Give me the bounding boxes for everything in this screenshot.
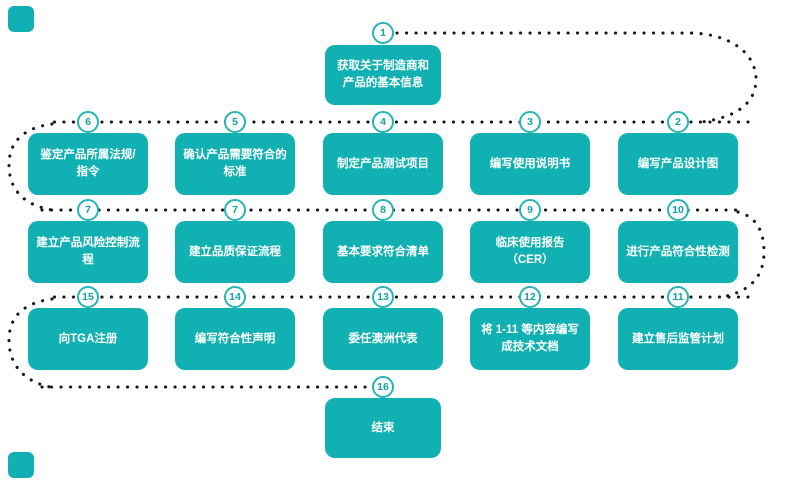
node-label: 编写产品设计图 [637, 157, 719, 170]
node-label: 编写符合性声明 [194, 332, 276, 345]
step-badge-number: 9 [527, 204, 533, 216]
step-badge: 9 [519, 199, 541, 221]
step-badge: 8 [372, 199, 394, 221]
step-badge: 5 [224, 111, 246, 133]
step-badge: 14 [224, 286, 246, 308]
step-badge: 6 [77, 111, 99, 133]
node-label: 建立售后监管计划 [632, 332, 724, 345]
flow-node: 将 1-11 等内容编写成技术文档 [470, 308, 590, 370]
flow-node: 制定产品测试项目 [323, 133, 443, 195]
node-label: 临床使用报告（CER） [495, 237, 565, 266]
flow-node: 向TGA注册 [28, 308, 148, 370]
node-label: 编写使用说明书 [489, 157, 571, 170]
corner-mark-top-left [8, 6, 34, 32]
step-badge-number: 15 [82, 291, 94, 303]
step-badge: 4 [372, 111, 394, 133]
node-label: 确认产品需要符合的标准 [183, 149, 287, 178]
step-badge: 16 [372, 376, 394, 398]
node-label: 制定产品测试项目 [337, 157, 429, 170]
node-label: 进行产品符合性检测 [626, 245, 730, 258]
flow-node: 编写使用说明书 [470, 133, 590, 195]
flow-node: 建立售后监管计划 [618, 308, 738, 370]
flow-node: 建立品质保证流程 [175, 221, 295, 283]
node-label: 将 1-11 等内容编写成技术文档 [481, 324, 579, 353]
step-badge-number: 3 [527, 116, 533, 128]
step-badge-number: 4 [380, 116, 386, 128]
flow-node: 鉴定产品所属法规/指令 [28, 133, 148, 195]
flow-node: 编写产品设计图 [618, 133, 738, 195]
corner-mark-bottom-left [8, 452, 34, 478]
step-badge-number: 12 [524, 291, 536, 303]
step-badge: 3 [519, 111, 541, 133]
step-badge-number: 7 [85, 204, 91, 216]
step-badge: 12 [519, 286, 541, 308]
node-label: 委任澳洲代表 [348, 332, 418, 345]
node-label: 获取关于制造商和产品的基本信息 [337, 60, 429, 89]
step-badge-number: 6 [85, 116, 91, 128]
step-badge-number: 7 [232, 204, 238, 216]
flow-node: 编写符合性声明 [175, 308, 295, 370]
node-label: 建立产品风险控制流程 [36, 237, 140, 266]
step-badge: 1 [372, 22, 394, 44]
node-label: 建立品质保证流程 [189, 245, 281, 258]
node-label: 基本要求符合清单 [337, 245, 429, 258]
step-badge: 13 [372, 286, 394, 308]
step-badge: 7 [224, 199, 246, 221]
flow-node: 临床使用报告（CER） [470, 221, 590, 283]
step-badge: 2 [667, 111, 689, 133]
step-badge: 11 [667, 286, 689, 308]
step-badge: 10 [667, 199, 689, 221]
flow-node: 获取关于制造商和产品的基本信息 [325, 45, 441, 105]
flow-node: 基本要求符合清单 [323, 221, 443, 283]
step-badge: 15 [77, 286, 99, 308]
step-badge-number: 14 [229, 291, 241, 303]
step-badge-number: 10 [672, 204, 684, 216]
step-badge-number: 11 [672, 291, 684, 303]
step-badge-number: 1 [380, 27, 386, 39]
flow-node: 结束 [325, 398, 441, 458]
node-label: 向TGA注册 [58, 332, 118, 345]
flow-node: 委任澳洲代表 [323, 308, 443, 370]
step-badge-number: 16 [377, 381, 389, 393]
flow-node: 建立产品风险控制流程 [28, 221, 148, 283]
step-badge-number: 5 [232, 116, 238, 128]
step-badge-number: 13 [377, 291, 389, 303]
flow-node: 进行产品符合性检测 [618, 221, 738, 283]
node-label: 结束 [371, 421, 395, 434]
step-badge-number: 2 [675, 116, 681, 128]
node-label: 鉴定产品所属法规/指令 [40, 149, 136, 178]
step-badge-number: 8 [380, 204, 386, 216]
step-badge: 7 [77, 199, 99, 221]
flow-node: 确认产品需要符合的标准 [175, 133, 295, 195]
